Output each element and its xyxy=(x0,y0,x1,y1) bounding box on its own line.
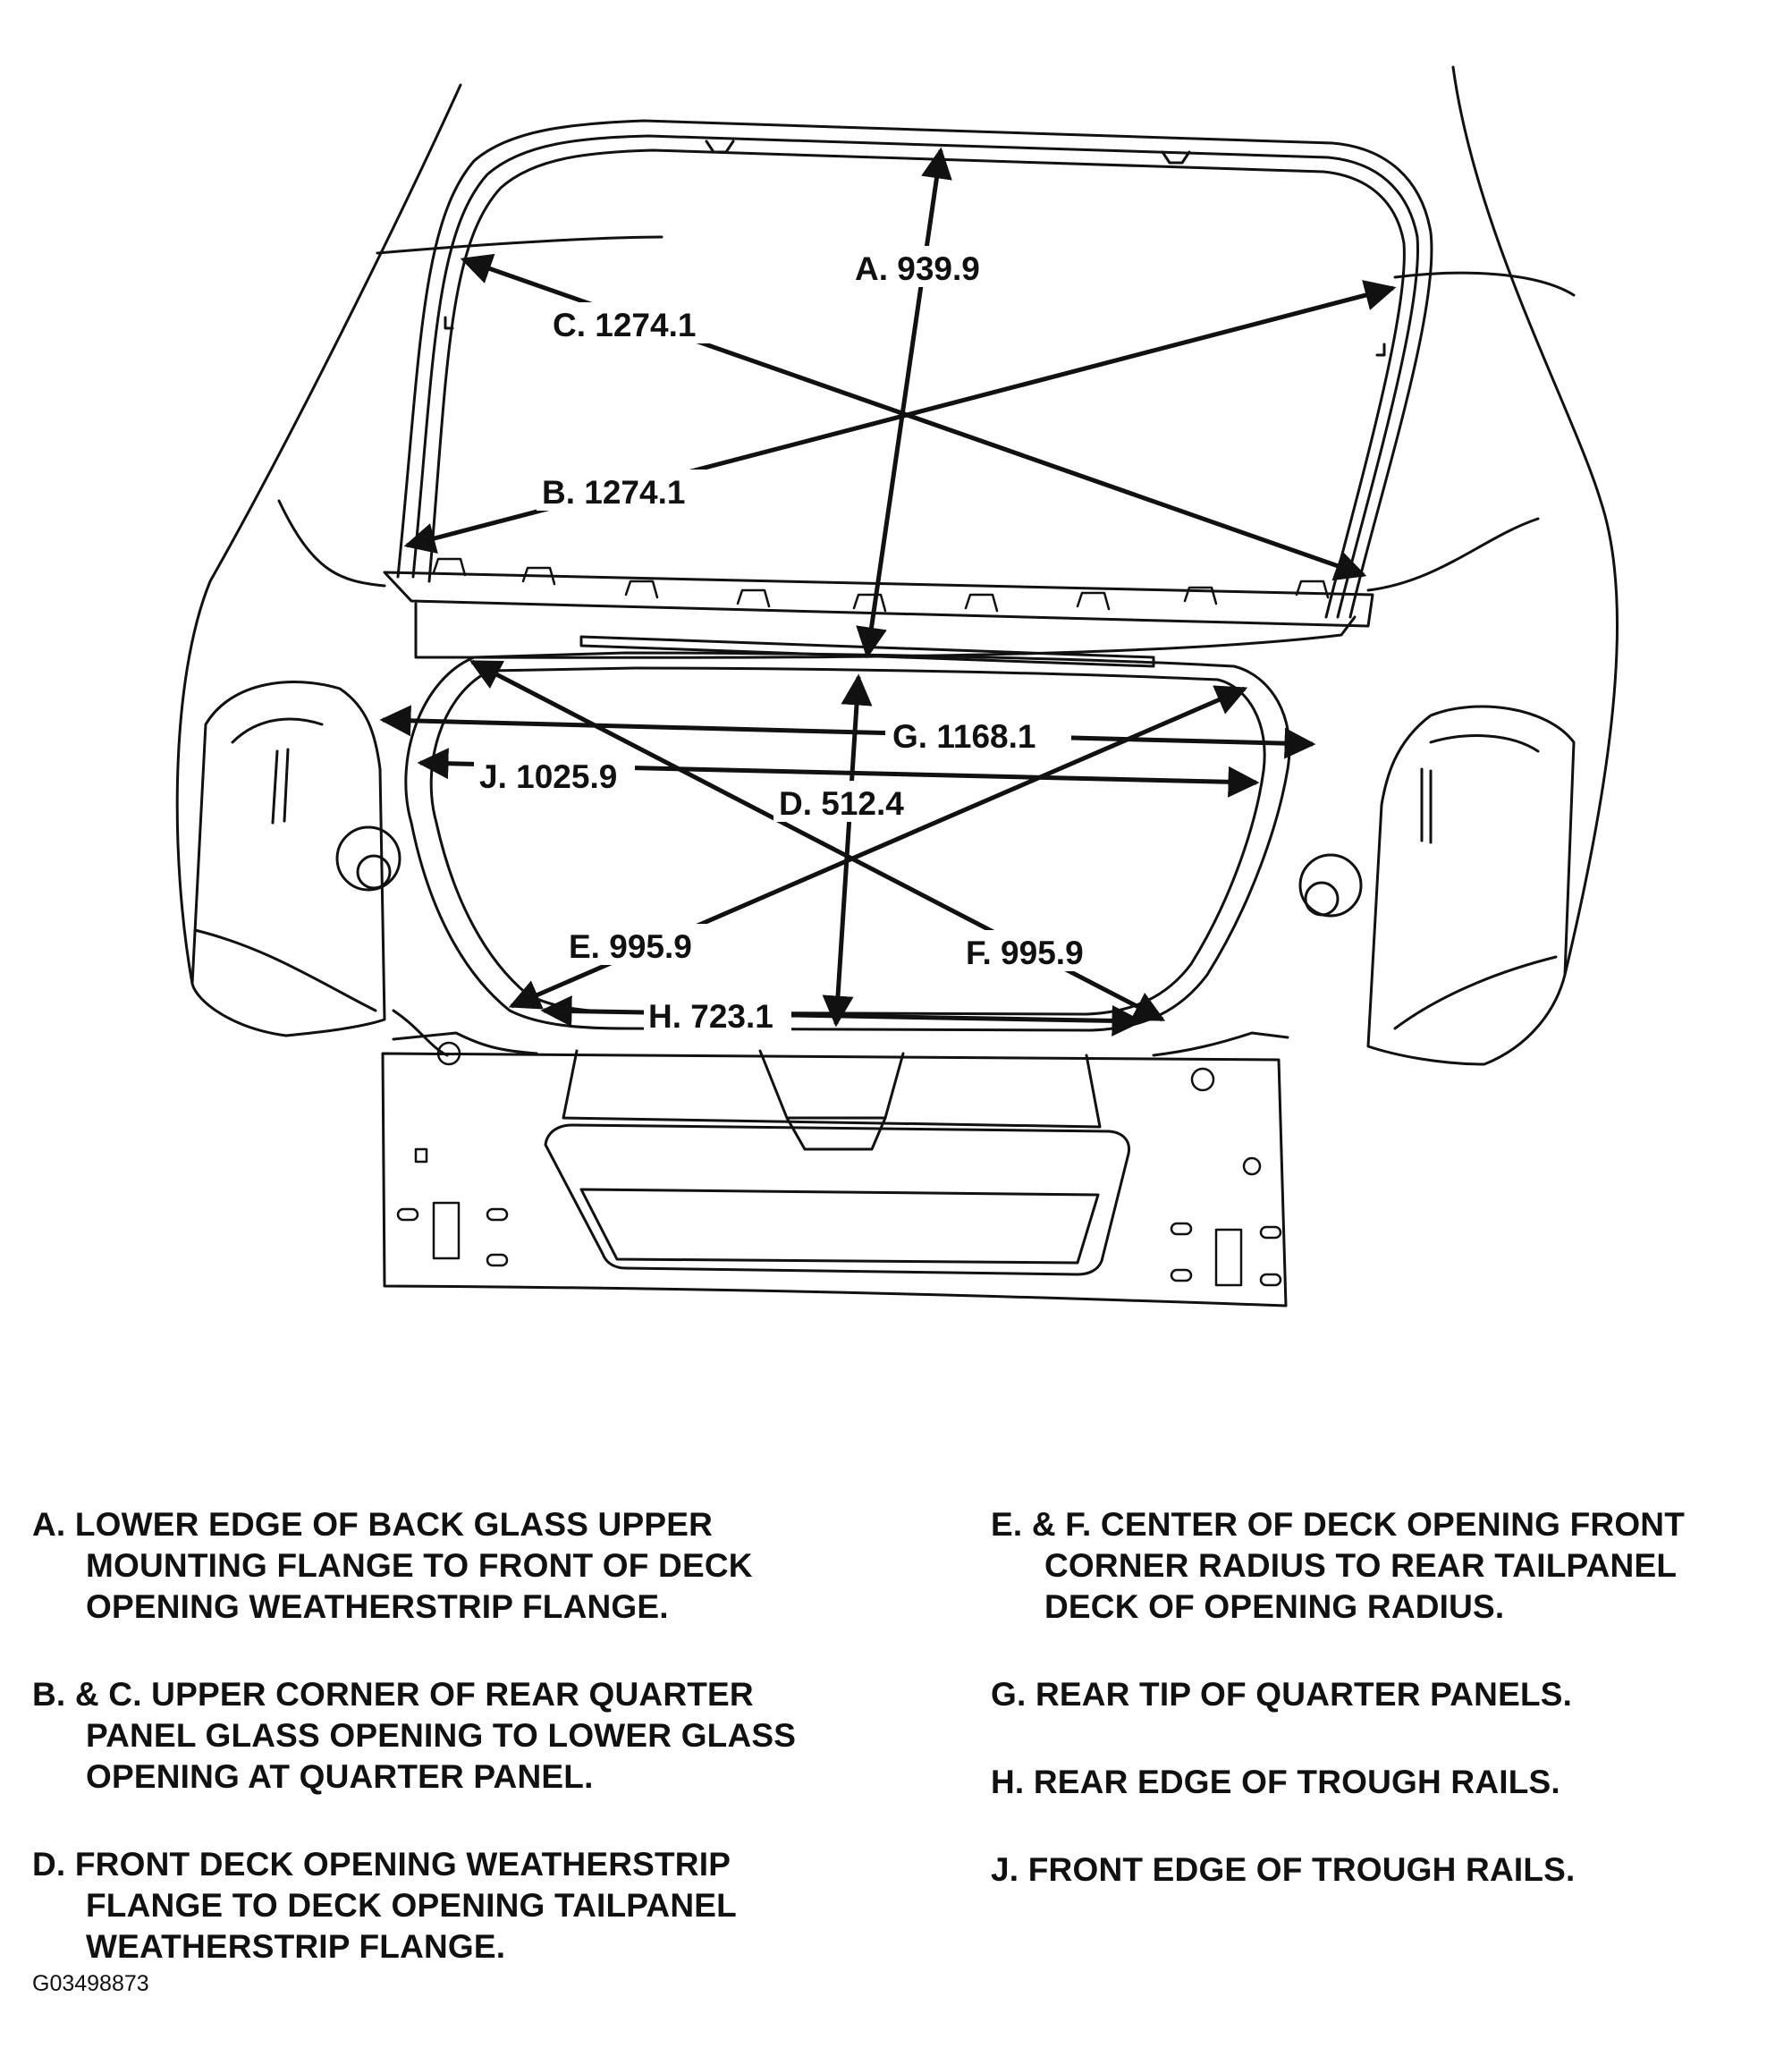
legend-line: DECK OF OPENING RADIUS. xyxy=(1044,1588,1505,1625)
legend-line: OPENING AT QUARTER PANEL. xyxy=(86,1758,594,1795)
figure-id: G03498873 xyxy=(32,1971,149,1996)
legend-left-column: A. LOWER EDGE OF BACK GLASS UPPER MOUNTI… xyxy=(32,1504,917,2014)
legend-line: CORNER RADIUS TO REAR TAILPANEL xyxy=(1044,1547,1678,1584)
legend-item-e-f: E. & F. CENTER OF DECK OPENING FRONT COR… xyxy=(991,1504,1787,1628)
legend-line: G. REAR TIP OF QUARTER PANELS. xyxy=(991,1676,1573,1713)
legend-line: OPENING WEATHERSTRIP FLANGE. xyxy=(86,1588,669,1625)
dim-label-j: J. 1025.9 xyxy=(479,758,617,795)
legend-item-a: A. LOWER EDGE OF BACK GLASS UPPER MOUNTI… xyxy=(32,1504,917,1628)
legend-line: H. REAR EDGE OF TROUGH RAILS. xyxy=(991,1764,1560,1800)
dim-label-c: C. 1274.1 xyxy=(553,307,696,343)
dim-label-a: A. 939.9 xyxy=(855,250,980,287)
legend-line: D. FRONT DECK OPENING WEATHERSTRIP xyxy=(32,1846,731,1883)
legend-right-column: E. & F. CENTER OF DECK OPENING FRONT COR… xyxy=(991,1504,1787,1937)
dim-label-h: H. 723.1 xyxy=(648,998,773,1035)
dim-label-g: G. 1168.1 xyxy=(892,718,1035,755)
legend-item-b-c: B. & C. UPPER CORNER OF REAR QUARTER PAN… xyxy=(32,1674,917,1798)
legend-line: FLANGE TO DECK OPENING TAILPANEL xyxy=(86,1887,737,1924)
dimension-labels: A. 939.9 C. 1274.1 B. 1274.1 G. 1168.1 J… xyxy=(474,246,1104,1036)
legend-line: E. & F. CENTER OF DECK OPENING FRONT xyxy=(991,1506,1686,1543)
legend-item-d: D. FRONT DECK OPENING WEATHERSTRIP FLANG… xyxy=(32,1844,917,1968)
legend-line: WEATHERSTRIP FLANGE. xyxy=(86,1928,506,1965)
legend-line: A. LOWER EDGE OF BACK GLASS UPPER xyxy=(32,1506,714,1543)
legend-line: PANEL GLASS OPENING TO LOWER GLASS xyxy=(86,1717,797,1754)
legend-item-h: H. REAR EDGE OF TROUGH RAILS. xyxy=(991,1762,1787,1803)
legend-line: J. FRONT EDGE OF TROUGH RAILS. xyxy=(991,1851,1576,1888)
dim-label-f: F. 995.9 xyxy=(966,935,1084,971)
vehicle-rear-diagram: A. 939.9 C. 1274.1 B. 1274.1 G. 1168.1 J… xyxy=(175,65,1619,1308)
dim-line-g xyxy=(379,705,1316,759)
dim-label-e: E. 995.9 xyxy=(569,928,692,965)
dim-line-h xyxy=(540,995,1144,1037)
legend-line: B. & C. UPPER CORNER OF REAR QUARTER xyxy=(32,1676,754,1713)
dim-label-b: B. 1274.1 xyxy=(542,474,685,511)
legend-item-j: J. FRONT EDGE OF TROUGH RAILS. xyxy=(991,1849,1787,1891)
legend-line: MOUNTING FLANGE TO FRONT OF DECK xyxy=(86,1547,753,1584)
legend-item-g: G. REAR TIP OF QUARTER PANELS. xyxy=(991,1674,1787,1715)
dim-label-d: D. 512.4 xyxy=(779,785,904,822)
